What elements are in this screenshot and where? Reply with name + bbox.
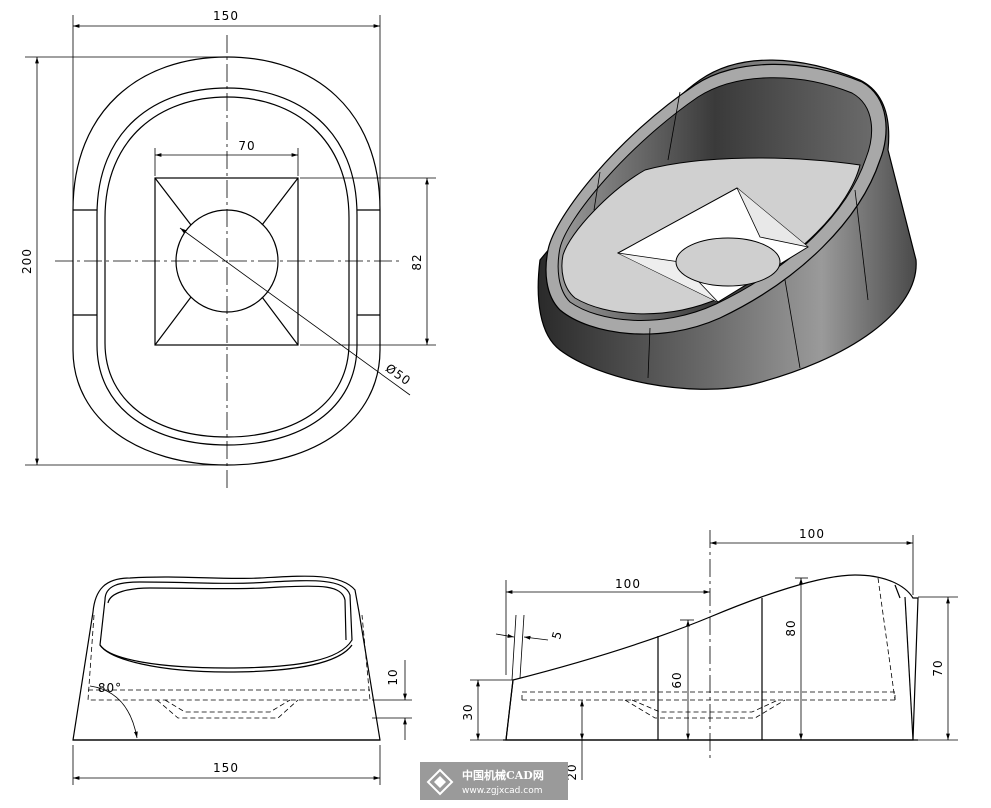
side-base-dim: 20 [565, 763, 579, 780]
square-height-dim: 82 [410, 253, 424, 270]
front-outer-outline [72, 575, 381, 741]
side-height-mid-dim: 60 [670, 671, 684, 688]
watermark-logo-icon [426, 768, 454, 796]
side-length-dim-right: 100 [799, 527, 825, 541]
front-view [72, 575, 412, 785]
top-view-square [154, 177, 299, 346]
isometric-view [537, 59, 917, 390]
top-view-inner-outline [104, 96, 350, 438]
front-depth-dim: 10 [386, 668, 400, 685]
side-height-right-dim: 70 [931, 659, 945, 676]
watermark: 中国机械CAD网 www.zgjxcad.com [420, 762, 568, 800]
side-length-dim-left: 100 [615, 577, 641, 591]
watermark-url: www.zgjxcad.com [462, 786, 542, 796]
watermark-site-name: 中国机械CAD网 [462, 768, 544, 782]
iso-hole [675, 237, 781, 287]
side-height-left-dim: 30 [461, 703, 475, 720]
top-height-dim: 200 [20, 248, 34, 274]
top-view-rim-outline [96, 87, 358, 446]
side-profile [505, 574, 919, 741]
front-angle-dim: 80° [98, 681, 122, 695]
front-width-dim: 150 [213, 761, 239, 775]
circle-diameter-dim: Ø50 [383, 361, 414, 388]
top-width-dim: 150 [213, 9, 239, 23]
side-view [470, 530, 958, 780]
side-height-peak-dim: 80 [784, 619, 798, 636]
square-width-dim: 70 [238, 139, 255, 153]
side-wall-dim: 5 [549, 629, 565, 641]
top-view [25, 15, 436, 488]
